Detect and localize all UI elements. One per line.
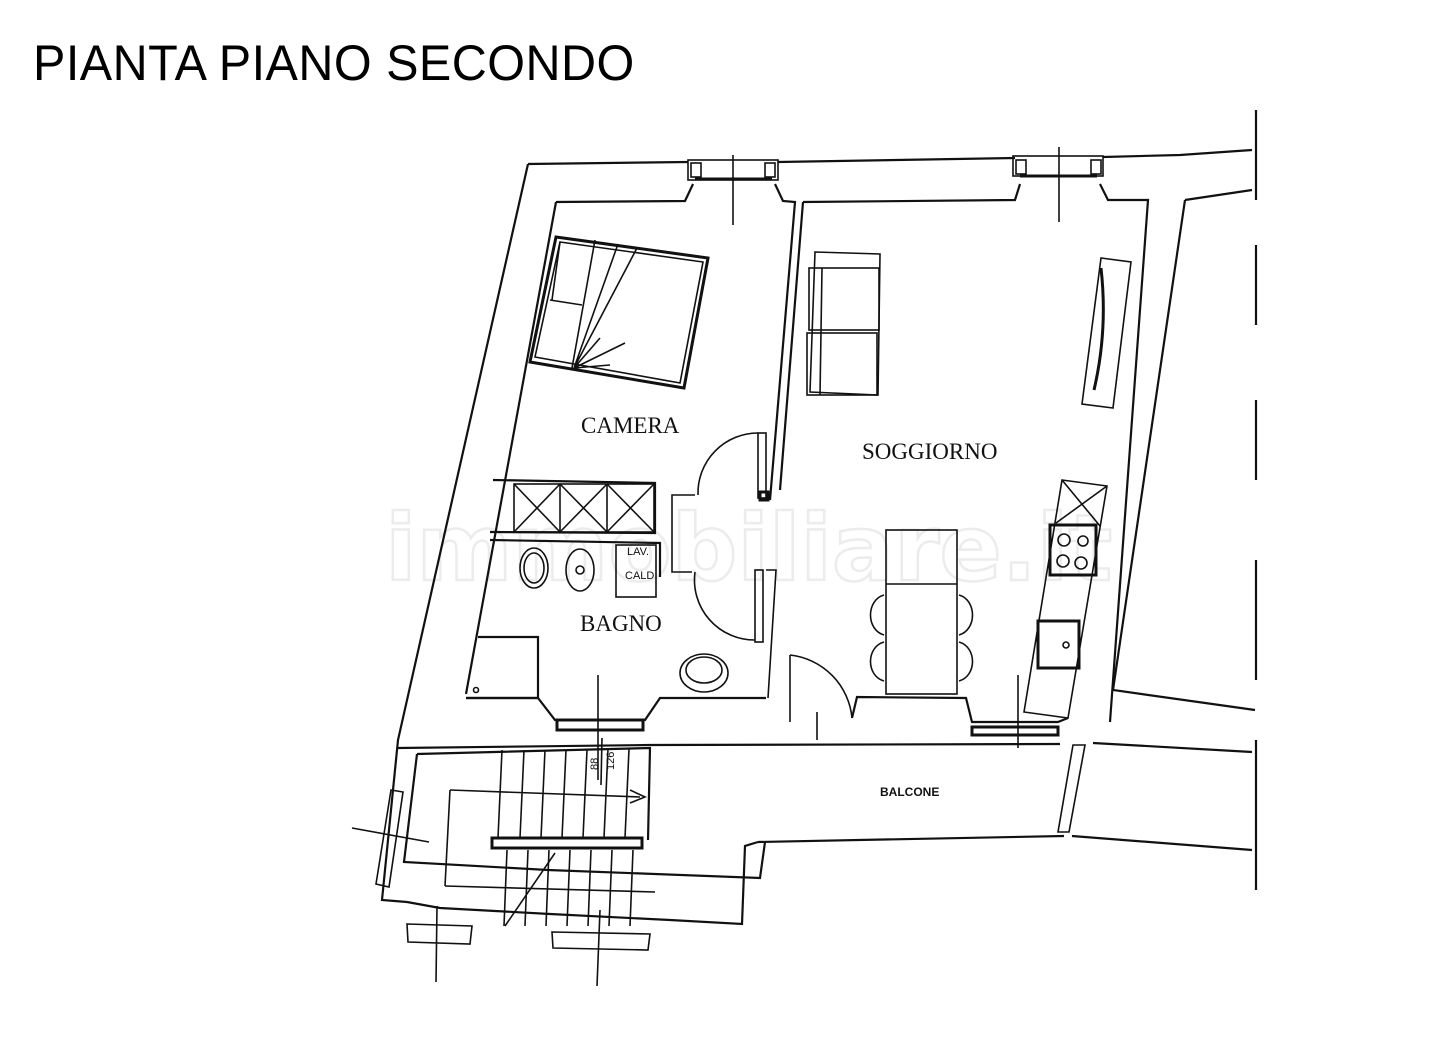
- balcony: [397, 741, 1253, 852]
- dimension-88: 88: [589, 758, 601, 770]
- room-label-balcone: BALCONE: [880, 785, 939, 799]
- window-bagno: [466, 675, 766, 780]
- room-label-camera: CAMERA: [581, 413, 680, 438]
- staircase: [402, 737, 767, 927]
- outer-walls: [380, 110, 1258, 904]
- room-label-bagno: BAGNO: [580, 611, 662, 636]
- sofa: [806, 251, 881, 396]
- bathroom-fixtures: [489, 538, 662, 598]
- dimension-126: 126: [605, 752, 617, 770]
- window-stair-bottom: [406, 905, 651, 987]
- room-label-soggiorno: SOGGIORNO: [862, 439, 997, 464]
- tv-unit: [1081, 257, 1132, 409]
- sink: [679, 653, 729, 693]
- label-cald: CALD.: [625, 570, 657, 582]
- window-soggiorno: [1012, 147, 1104, 222]
- door-camera: [671, 432, 770, 573]
- dining-table: [869, 529, 974, 695]
- bed: [528, 235, 710, 390]
- window-stair-left: [351, 789, 430, 888]
- door-entrance: [789, 654, 853, 740]
- door-bagno: [693, 569, 777, 699]
- wardrobe: [489, 478, 657, 535]
- plan-title: PIANTA PIANO SECONDO: [33, 35, 635, 91]
- label-lav: LAV.: [627, 546, 649, 558]
- watermark: immobiliare.it: [385, 495, 1112, 602]
- window-soggiorno-bottom: [850, 675, 1069, 748]
- window-camera: [687, 155, 779, 225]
- shower: [466, 635, 540, 700]
